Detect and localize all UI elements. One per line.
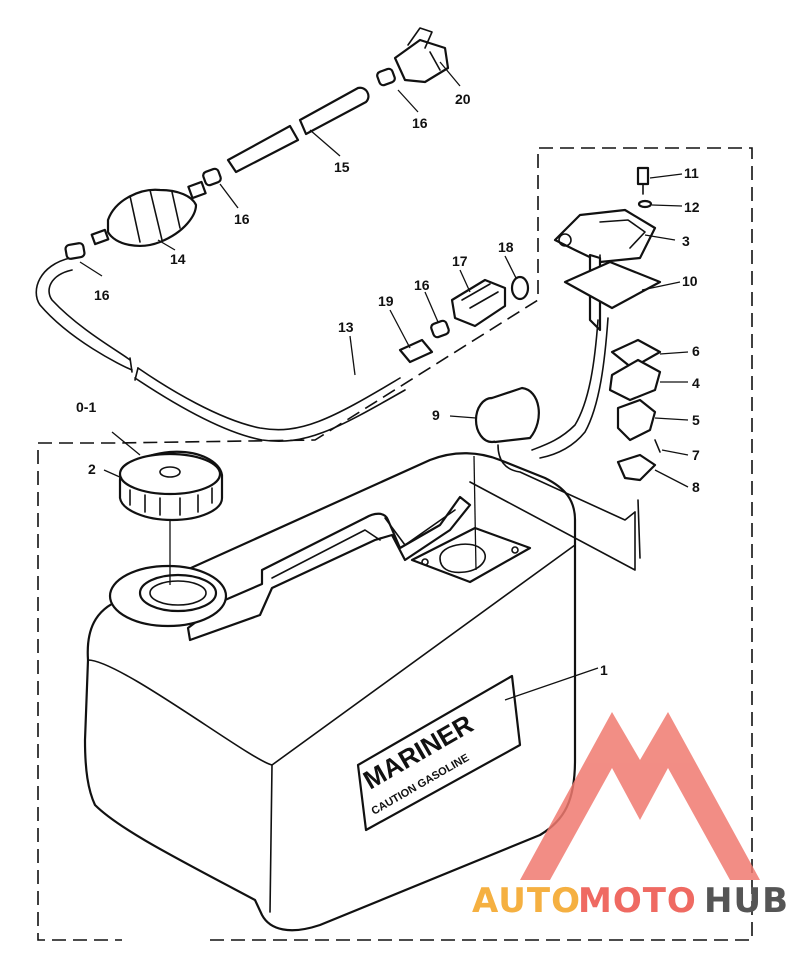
primer-bulb bbox=[90, 180, 207, 247]
screw-7 bbox=[654, 439, 661, 453]
fitting-19 bbox=[398, 338, 434, 364]
callout-19: 19 bbox=[378, 293, 394, 309]
callout-5: 5 bbox=[692, 412, 700, 428]
washer-12 bbox=[637, 199, 653, 209]
hose-section-15 bbox=[226, 86, 370, 174]
screw-11 bbox=[636, 166, 650, 195]
hose-clamp-top bbox=[376, 67, 396, 87]
gauge-housing-5 bbox=[616, 398, 657, 442]
fuel-pickup-assembly bbox=[553, 208, 657, 332]
watermark-moto: MOTO bbox=[578, 881, 697, 921]
callout-6: 6 bbox=[692, 343, 700, 359]
callout-18: 18 bbox=[498, 239, 514, 255]
callout-10: 10 bbox=[682, 273, 698, 289]
watermark-hub: HUB bbox=[704, 881, 789, 921]
callout-7: 7 bbox=[692, 447, 700, 463]
pickup-tube bbox=[531, 319, 599, 451]
gauge-cover-6 bbox=[610, 338, 662, 370]
hose-clamp-mid bbox=[202, 167, 222, 187]
automotohub-logo bbox=[520, 712, 760, 880]
float-arm-8 bbox=[616, 453, 657, 482]
fuel-hose bbox=[35, 257, 406, 442]
leader-lines bbox=[79, 61, 689, 701]
tank-connector bbox=[450, 278, 507, 328]
callout-9: 9 bbox=[432, 407, 440, 423]
callout-16a: 16 bbox=[94, 287, 110, 303]
callout-2: 2 bbox=[88, 461, 96, 477]
callout-8: 8 bbox=[692, 479, 700, 495]
callout-12: 12 bbox=[684, 199, 700, 215]
gasket bbox=[563, 260, 662, 310]
callout-16c: 16 bbox=[412, 115, 428, 131]
callout-4: 4 bbox=[692, 375, 700, 391]
callout-20: 20 bbox=[455, 91, 471, 107]
callout-1: 1 bbox=[600, 662, 608, 678]
tank-assembly-boundary bbox=[37, 147, 753, 941]
o-ring bbox=[510, 275, 530, 301]
callout-17: 17 bbox=[452, 253, 468, 269]
engine-connector bbox=[393, 27, 450, 84]
callout-16b: 16 bbox=[234, 211, 250, 227]
hose-clamp-right bbox=[430, 319, 450, 339]
callout-11: 11 bbox=[684, 165, 699, 181]
callout-3: 3 bbox=[682, 233, 690, 249]
logo-triangle-icon bbox=[520, 712, 760, 880]
callout-0-1: 0-1 bbox=[76, 399, 96, 415]
hose-clamp-left bbox=[64, 242, 86, 260]
callout-13: 13 bbox=[338, 319, 354, 335]
callout-16d: 16 bbox=[414, 277, 430, 293]
float-wire bbox=[497, 444, 636, 521]
callout-14: 14 bbox=[170, 251, 186, 267]
fuel-cap bbox=[118, 450, 224, 585]
watermark-auto: AUTO bbox=[472, 881, 581, 921]
fuel-tank: MARIΝER CAUTION GASOLINE bbox=[83, 452, 577, 932]
gauge-body-4 bbox=[608, 358, 662, 402]
callout-15: 15 bbox=[334, 159, 350, 175]
fuel-filter bbox=[474, 386, 540, 444]
